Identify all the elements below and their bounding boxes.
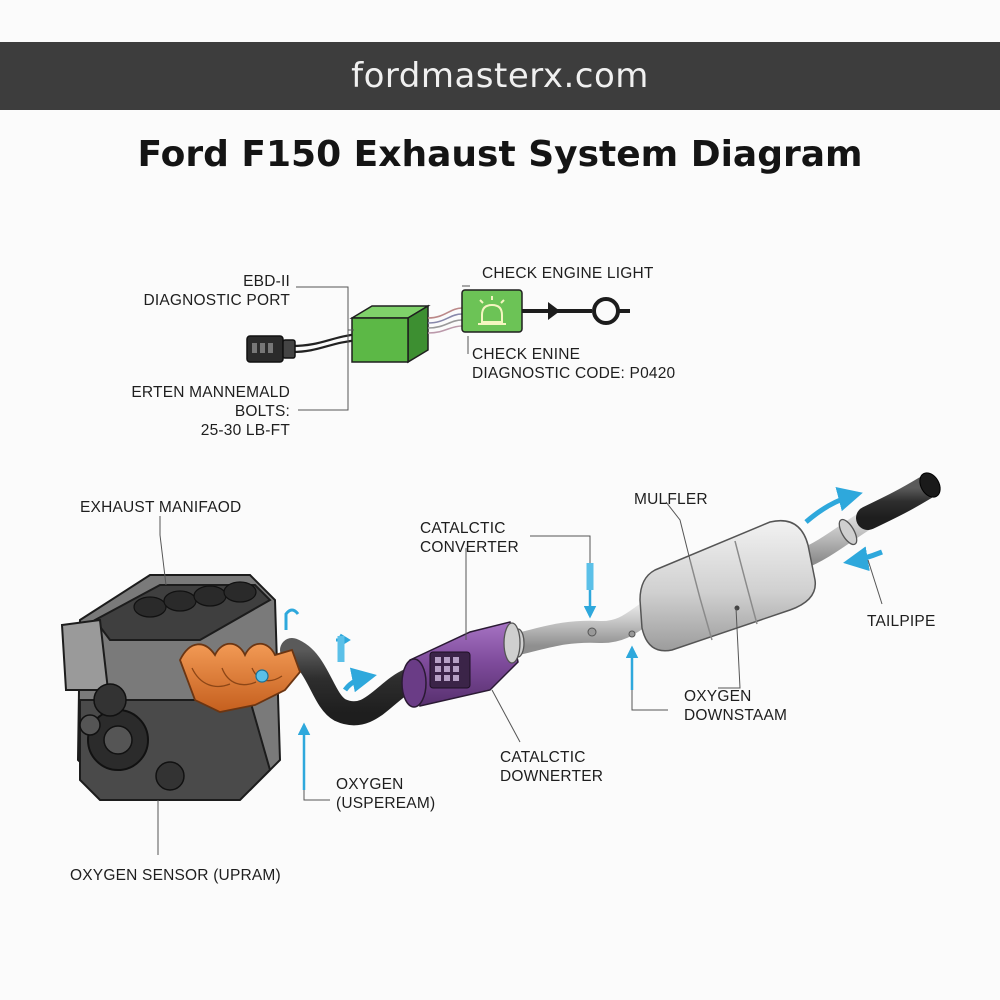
ecu-module [349,304,431,364]
engine-block [60,574,302,801]
page-title: Ford F150 Exhaust System Diagram [137,134,863,175]
site-name[interactable]: fordmasterx.com [351,56,649,96]
flow-arrow-icon [297,486,883,790]
upstream-o2-sensor [255,608,300,683]
diagnostic-cluster [246,285,630,411]
catalytic-converter [401,621,521,708]
exhaust-manifold [179,642,302,713]
key-icon [522,297,630,325]
check-engine-icon[interactable] [461,289,523,333]
leader-lines [157,501,883,855]
site-banner: fordmasterx.com [0,42,1000,110]
oxygen-sensor-upstream-label: OXYGEN SENSOR (UPRAM) [70,867,281,884]
exhaust-pipes [280,472,941,726]
obd-connector-icon[interactable] [246,335,296,363]
check-engine-light-label: CHECK ENGINE LIGHT [482,265,654,282]
muffler [639,520,817,652]
muffler-label: MULFLER [634,491,708,508]
exhaust-manifold-label: EXHAUST MANIFAOD [80,499,242,516]
tailpipe-label: TAILPIPE [867,613,936,630]
oxygen-upstream-label: OXYGEN(USPEREAM) [336,776,436,812]
